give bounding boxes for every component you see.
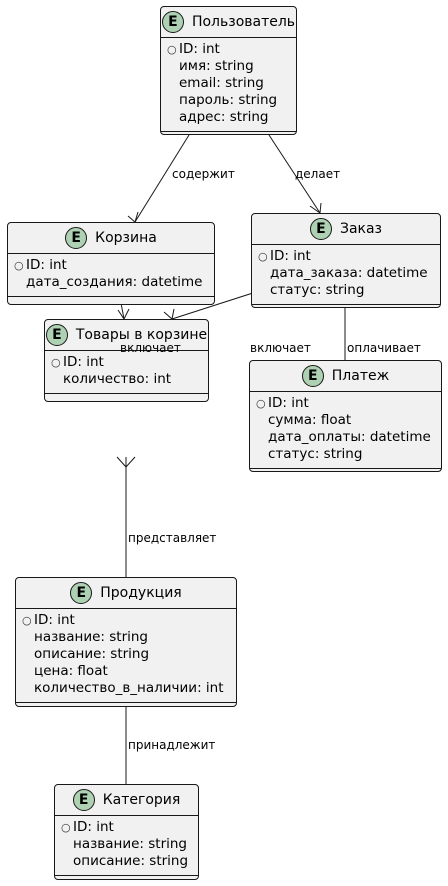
attribute-row: дата_создания: datetime xyxy=(26,274,203,290)
entity-header: E Платеж xyxy=(250,361,441,392)
attribute-row: пароль: string xyxy=(179,92,278,108)
relation-label-order-items: включает xyxy=(250,341,311,355)
attribute-row: описание: string xyxy=(73,853,189,869)
public-visibility-icon: ○ xyxy=(167,43,177,56)
entity-header: E Корзина xyxy=(8,223,214,254)
attribute-row: сумма: float xyxy=(268,412,352,428)
edge-user-order xyxy=(268,134,321,214)
attribute-row: email: string xyxy=(179,75,264,91)
crowfoot-items-from-order xyxy=(163,308,175,320)
entity-header: E Категория xyxy=(55,785,198,816)
method-section xyxy=(250,469,441,477)
public-visibility-icon: ○ xyxy=(258,250,268,263)
entity-header: E Товары в корзине xyxy=(45,320,208,351)
attribute-row: описание: string xyxy=(34,646,150,662)
crowfoot-items-from-product xyxy=(116,456,136,468)
method-section xyxy=(16,703,236,711)
attribute-row: название: string xyxy=(73,836,188,852)
attribute-list: ○ID: int имя: string email: string парол… xyxy=(161,38,296,132)
entity-product[interactable]: E Продукция ○ID: int название: string оп… xyxy=(15,577,237,707)
entity-title: Платеж xyxy=(331,368,390,384)
entity-cart[interactable]: E Корзина ○ID: int дата_создания: dateti… xyxy=(7,222,215,305)
entity-badge-icon: E xyxy=(161,11,184,33)
entity-title: Пользователь xyxy=(191,14,296,30)
entity-header: E Пользователь xyxy=(161,7,296,38)
public-visibility-icon: ○ xyxy=(51,356,61,369)
entity-title: Корзина xyxy=(95,230,157,246)
method-section xyxy=(55,876,198,884)
entity-title: Товары в корзине xyxy=(75,327,208,343)
attribute-list: ○ID: int название: string описание: stri… xyxy=(16,609,236,703)
relation-label-order-payment: оплачивает xyxy=(347,341,421,355)
attribute-row: ○ID: int xyxy=(258,248,311,264)
public-visibility-icon: ○ xyxy=(256,397,266,410)
attribute-row: адрес: string xyxy=(179,109,269,125)
entity-title: Продукция xyxy=(100,585,182,601)
edge-user-cart xyxy=(134,134,190,223)
attribute-row: ○ID: int xyxy=(22,612,75,628)
attribute-row: дата_оплаты: datetime xyxy=(268,429,431,445)
entity-title: Заказ xyxy=(339,221,383,237)
attribute-list: ○ID: int сумма: float дата_оплаты: datet… xyxy=(250,392,441,469)
entity-badge-icon: E xyxy=(301,365,324,387)
entity-category[interactable]: E Категория ○ID: int название: string оп… xyxy=(54,784,199,880)
attribute-list: ○ID: int дата_заказа: datetime статус: s… xyxy=(252,245,440,305)
entity-badge-icon: E xyxy=(65,227,88,249)
entity-title: Категория xyxy=(102,792,181,808)
entity-payment[interactable]: E Платеж ○ID: int сумма: float дата_опла… xyxy=(249,360,442,472)
method-section xyxy=(161,132,296,140)
relation-label-user-order: делает xyxy=(295,167,341,181)
attribute-row: количество: int xyxy=(63,371,172,387)
attribute-row: имя: string xyxy=(179,58,254,74)
attribute-row: статус: string xyxy=(268,446,363,462)
attribute-row: ○ID: int xyxy=(14,257,67,273)
entity-user[interactable]: E Пользователь ○ID: int имя: string emai… xyxy=(160,6,297,135)
attribute-row: дата_заказа: datetime xyxy=(270,265,428,281)
attribute-list: ○ID: int дата_создания: datetime xyxy=(8,254,214,297)
entity-badge-icon: E xyxy=(70,582,93,604)
relation-label-items-product: представляет xyxy=(128,531,217,545)
public-visibility-icon: ○ xyxy=(61,821,71,834)
method-section xyxy=(252,305,440,313)
attribute-row: ○ID: int xyxy=(61,819,114,835)
entity-badge-icon: E xyxy=(45,324,68,346)
relation-label-cart-items: включает xyxy=(120,341,181,355)
entity-cart-items[interactable]: E Товары в корзине ○ID: int количество: … xyxy=(44,319,209,402)
method-section xyxy=(8,297,214,305)
attribute-row: ○ID: int xyxy=(51,354,104,370)
relation-label-user-cart: содержит xyxy=(172,167,235,181)
relation-label-product-category: принадлежит xyxy=(128,738,216,752)
entity-header: E Заказ xyxy=(252,214,440,245)
public-visibility-icon: ○ xyxy=(22,614,32,627)
attribute-list: ○ID: int название: string описание: stri… xyxy=(55,816,198,876)
entity-order[interactable]: E Заказ ○ID: int дата_заказа: datetime с… xyxy=(251,213,441,308)
attribute-row: цена: float xyxy=(34,663,108,679)
entity-header: E Продукция xyxy=(16,578,236,609)
attribute-list: ○ID: int количество: int xyxy=(45,351,208,394)
attribute-row: ○ID: int xyxy=(256,395,309,411)
entity-badge-icon: E xyxy=(309,218,332,240)
attribute-row: статус: string xyxy=(270,282,365,298)
attribute-row: ○ID: int xyxy=(167,41,220,57)
public-visibility-icon: ○ xyxy=(14,259,24,272)
attribute-row: количество_в_наличии: int xyxy=(34,680,224,696)
attribute-row: название: string xyxy=(34,629,149,645)
entity-badge-icon: E xyxy=(72,789,95,811)
method-section xyxy=(45,394,208,402)
